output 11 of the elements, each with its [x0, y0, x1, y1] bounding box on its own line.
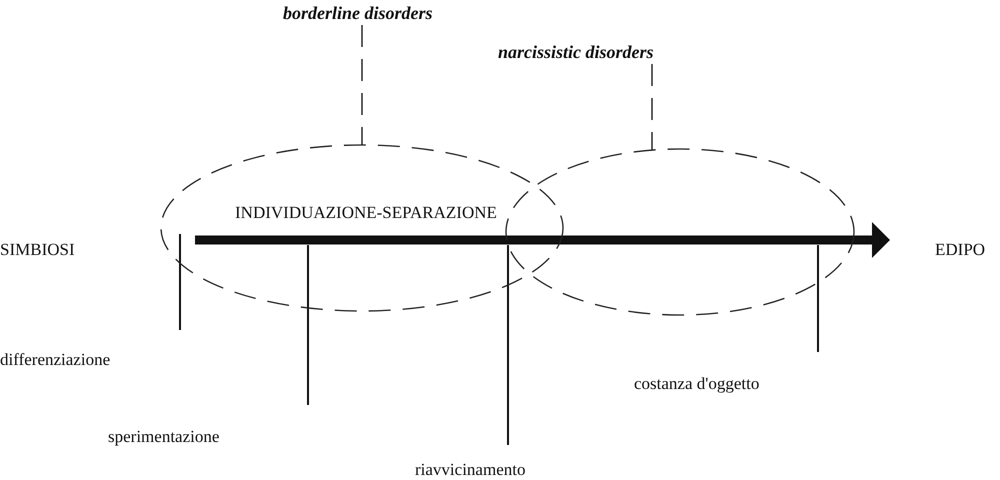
stage-label: sperimentazione: [108, 425, 268, 447]
disorder-label: borderline disorders: [283, 3, 443, 25]
stage-label: SIMBIOSI: [0, 240, 75, 260]
stage-label: EDIPO: [935, 240, 986, 260]
leader-line: [651, 64, 653, 150]
stage-label: differenziazione: [0, 348, 160, 370]
phase-label: INDIVIDUAZIONE-SEPARAZIONE: [235, 203, 497, 223]
disorder-label: narcissistic disorders: [498, 42, 723, 64]
stage-label: costanza d'oggetto: [634, 372, 809, 394]
leader-line: [361, 25, 363, 145]
stage-label: riavvicinamento: [415, 458, 585, 480]
